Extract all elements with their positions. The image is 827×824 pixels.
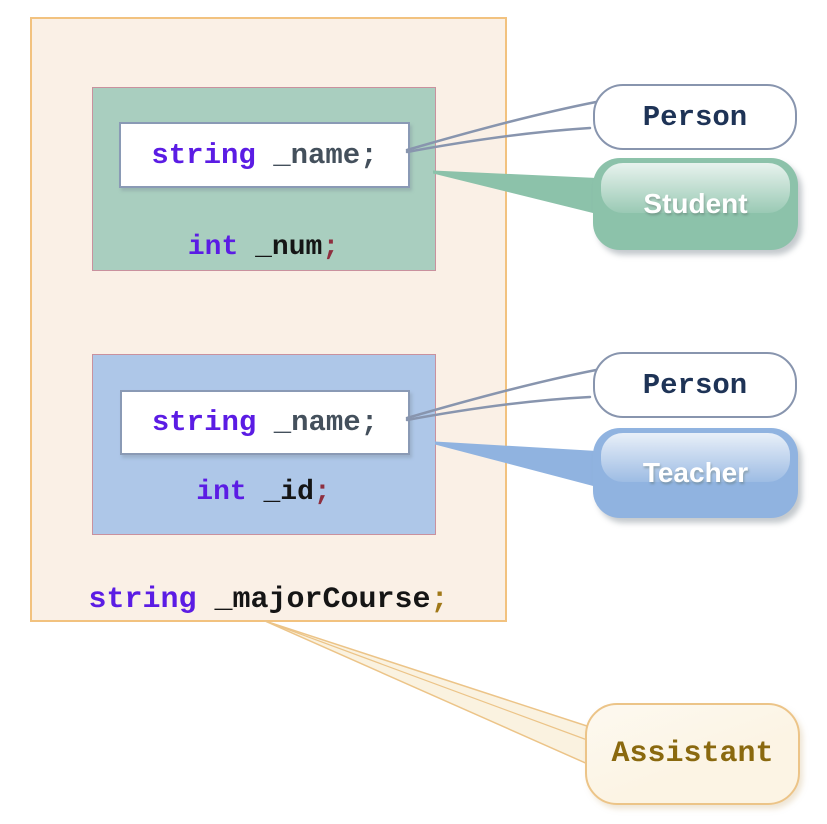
semicolon: ;	[360, 406, 379, 439]
name-identifier: _name	[273, 406, 361, 439]
student-bubble-label: Student	[643, 188, 748, 219]
teacher-class-frame: string _name; int _id;	[92, 354, 436, 535]
string-keyword: string	[151, 138, 256, 172]
student-class-frame: string _name; int _num;	[92, 87, 436, 271]
assistant-connector-wedge	[264, 620, 591, 766]
assistant-bubble-label: Assistant	[611, 737, 774, 771]
int-keyword: int	[196, 476, 247, 508]
person-bubble-top: Person	[593, 84, 797, 150]
person-bubble-middle-label: Person	[642, 368, 748, 402]
semicolon: ;	[360, 138, 378, 172]
person-bubble-top-label: Person	[642, 100, 748, 134]
assistant-bubble: Assistant	[585, 703, 800, 805]
name-identifier: _name	[273, 138, 361, 172]
student-num-declaration: int _num;	[93, 227, 434, 267]
assistant-class-frame: string _name; int _num; string _name; int _i…	[30, 17, 507, 622]
assistant-majorcourse-declaration: string _majorCourse;	[32, 580, 505, 620]
student-bubble: Student	[593, 158, 798, 250]
string-keyword: string	[151, 406, 257, 439]
teacher-name-declaration: string _name;	[152, 406, 378, 439]
semicolon: ;	[322, 231, 340, 263]
id-identifier: _id	[263, 476, 314, 508]
string-keyword: string	[88, 583, 197, 617]
person-bubble-middle: Person	[593, 352, 797, 418]
student-name-declaration: string _name;	[151, 139, 377, 172]
assistant-connector-wedge-midline	[264, 620, 591, 742]
teacher-bubble: Teacher	[593, 428, 798, 518]
num-identifier: _num	[255, 231, 323, 263]
teacher-id-declaration: int _id;	[93, 472, 434, 512]
int-keyword: int	[187, 231, 239, 263]
semicolon: ;	[313, 476, 331, 508]
teacher-bubble-label: Teacher	[642, 457, 749, 488]
student-name-field-box: string _name;	[119, 122, 410, 188]
semicolon: ;	[430, 583, 449, 617]
majorcourse-identifier: _majorCourse	[214, 583, 431, 617]
teacher-name-field-box: string _name;	[120, 390, 410, 455]
